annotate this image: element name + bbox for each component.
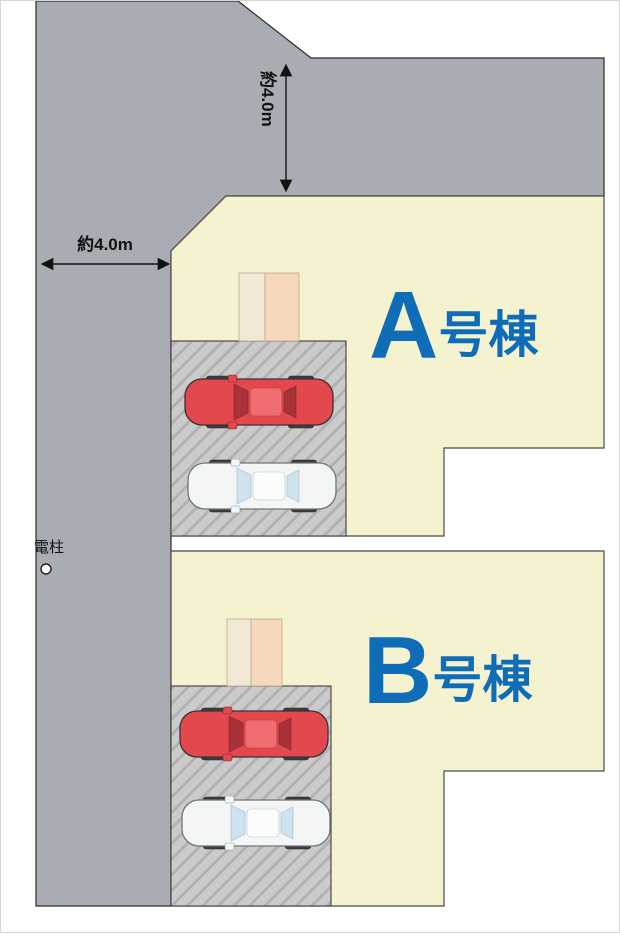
- porch-a-right: [264, 272, 300, 342]
- red-car-lot-a: [184, 374, 334, 430]
- building-b-label: B号棟: [363, 617, 533, 724]
- dimension-label-top-road: 約4.0m: [258, 71, 278, 127]
- building-b-letter: B: [363, 617, 432, 724]
- red-car-lot-b: [179, 706, 329, 762]
- utility-pole-label: 電柱: [34, 539, 64, 556]
- porch-b-left: [226, 618, 252, 687]
- white-car-lot-a: [187, 458, 337, 514]
- building-a-suffix: 号棟: [438, 307, 539, 363]
- porch-a-left: [238, 272, 266, 342]
- white-car-lot-b: [181, 795, 331, 851]
- building-b-suffix: 号棟: [432, 652, 533, 708]
- porch-b-right: [250, 618, 283, 687]
- building-a-letter: A: [369, 272, 438, 379]
- dimension-label-left-road: 約4.0m: [77, 234, 133, 254]
- building-a-label: A号棟: [369, 272, 539, 379]
- utility-pole-symbol: [40, 563, 52, 575]
